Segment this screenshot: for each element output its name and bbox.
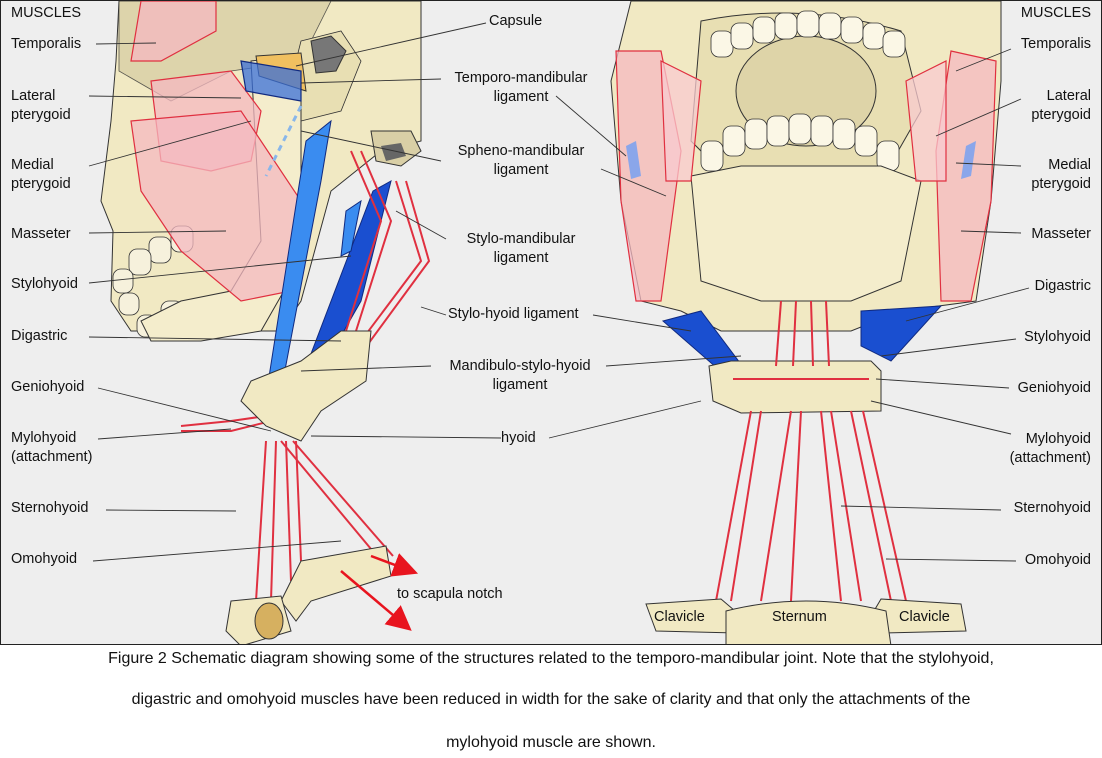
label-temporo-mandibular-ligament: Temporo-mandibular ligament (454, 70, 588, 105)
figure-panel: MUSCLES Temporalis Lateral pterygoid Med… (0, 0, 1102, 645)
label-spheno-mandibular-ligament: Spheno-mandibular ligament (457, 143, 585, 178)
lateral-hyoid (240, 330, 372, 442)
label-mylohyoid-right: Mylohyoid (attachment) (1009, 431, 1091, 466)
label-sternohyoid-right: Sternohyoid (1013, 500, 1091, 516)
label-to-scapula-notch: to scapula notch (397, 586, 503, 602)
caption-line-3: mylohyoid muscle are shown. (446, 734, 656, 751)
lateral-muscles (130, 1, 302, 302)
label-sternohyoid-left: Sternohyoid (11, 500, 89, 516)
label-masseter-left: Masseter (11, 226, 71, 242)
label-capsule: Capsule (489, 13, 543, 29)
right-muscles-heading: MUSCLES (1020, 5, 1091, 21)
frontal-hyoid (708, 360, 882, 414)
label-stylohyoid-right: Stylohyoid (1024, 329, 1091, 345)
label-digastric-left: Digastric (11, 328, 68, 344)
label-masseter-right: Masseter (1031, 226, 1091, 242)
label-temporalis-left: Temporalis (11, 36, 82, 52)
frontal-ligaments (626, 141, 976, 377)
left-muscles-heading: MUSCLES (11, 5, 82, 21)
label-geniohyoid-right: Geniohyoid (1017, 380, 1091, 396)
label-sternum: Sternum (772, 609, 827, 625)
label-mandibulo-stylo-hyoid-ligament: Mandibulo-stylo-hyoid ligament (449, 358, 591, 393)
label-clavicle-left: Clavicle (654, 609, 705, 625)
label-temporalis-right: Temporalis (1020, 36, 1091, 52)
frontal-mandible (690, 165, 922, 302)
label-hyoid: hyoid (501, 430, 536, 446)
caption-line-2: digastric and omohyoid muscles have been… (131, 691, 971, 708)
label-geniohyoid-left: Geniohyoid (11, 379, 85, 395)
caption-line-1: Figure 2 Schematic diagram showing some … (108, 650, 994, 667)
label-mylohyoid-left: Mylohyoid (attachment) (11, 430, 93, 465)
label-clavicle-right: Clavicle (899, 609, 950, 625)
label-lateral-pterygoid-right: Lateral pterygoid (1031, 88, 1091, 123)
label-digastric-right: Digastric (1034, 278, 1091, 294)
label-medial-pterygoid-right: Medial pterygoid (1031, 157, 1091, 192)
label-omohyoid-right: Omohyoid (1024, 552, 1091, 568)
lateral-scapula (225, 545, 419, 644)
label-stylo-hyoid-ligament: Stylo-hyoid ligament (448, 306, 579, 322)
label-medial-pterygoid-left: Medial pterygoid (11, 157, 71, 192)
frontal-teeth (700, 10, 906, 172)
label-stylo-mandibular-ligament: Stylo-mandibular ligament (466, 231, 576, 266)
label-lateral-pterygoid-left: Lateral pterygoid (11, 88, 71, 123)
frontal-clavicle-sternum (645, 598, 967, 644)
label-omohyoid-left: Omohyoid (11, 551, 78, 567)
label-stylohyoid-left: Stylohyoid (11, 276, 78, 292)
leader-lines (88, 22, 1030, 562)
anatomy-drawing (88, 1, 1030, 644)
